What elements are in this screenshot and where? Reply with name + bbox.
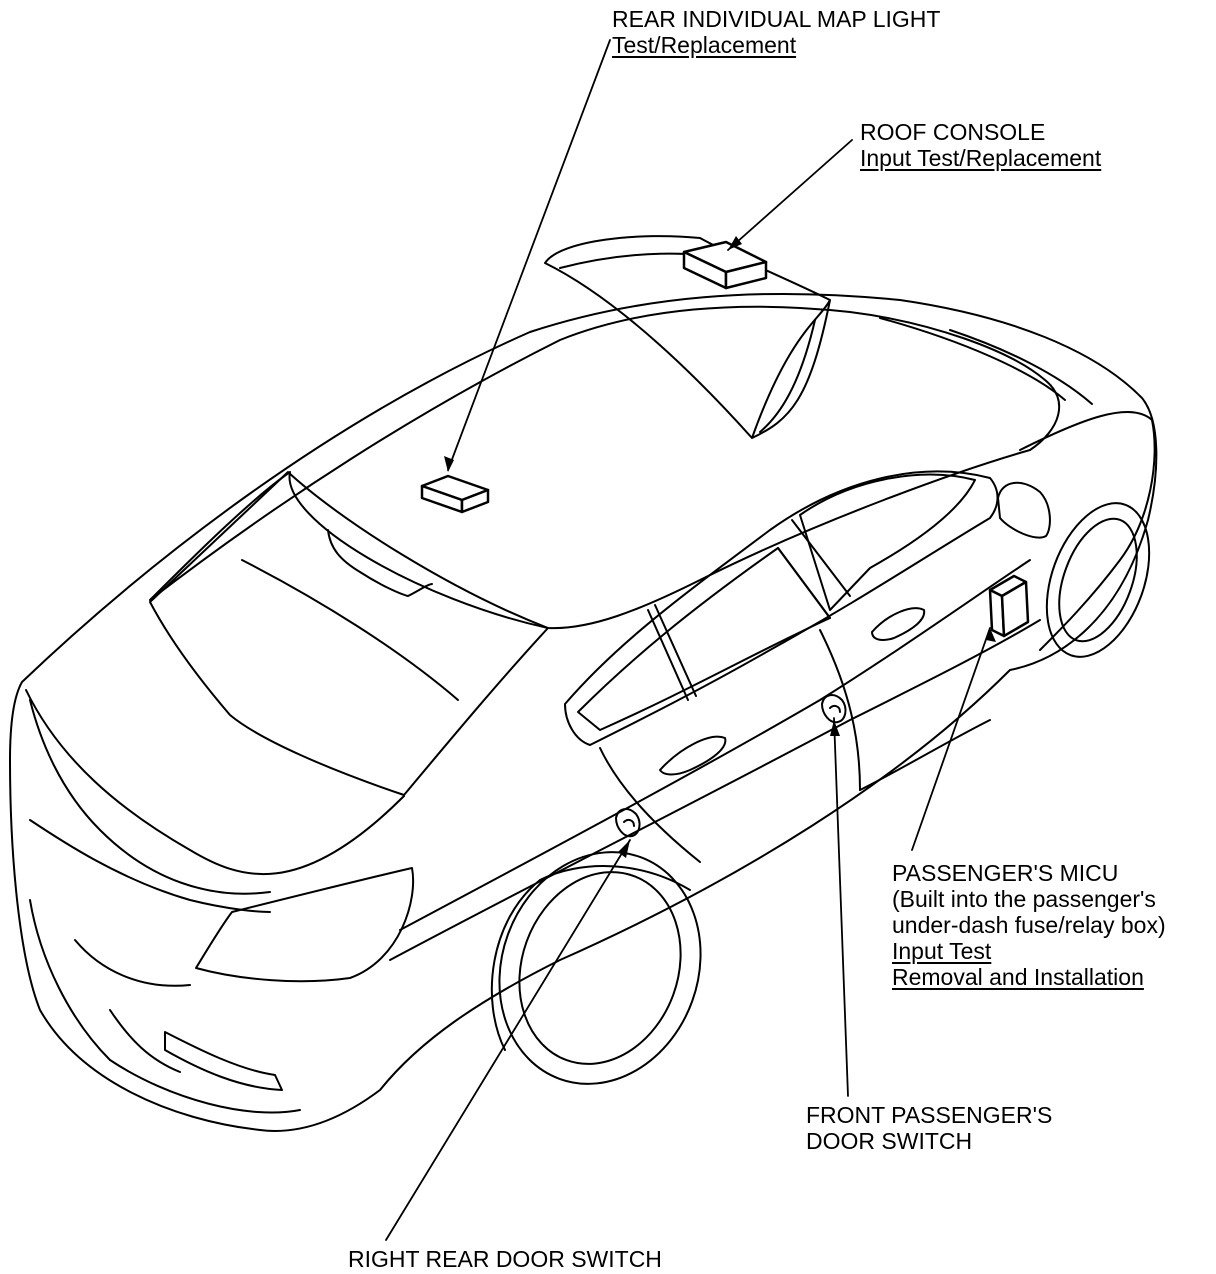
leader-arrowheads — [444, 236, 996, 858]
passenger-micu-input-test-link[interactable]: Input Test — [892, 938, 992, 964]
side-window-frame — [564, 470, 999, 746]
window-division — [647, 604, 697, 701]
rear-door-window — [577, 547, 831, 731]
rear-bumper — [29, 899, 301, 1114]
passenger-micu-callout: PASSENGER'S MICU (Built into the passeng… — [892, 860, 1166, 990]
rear-wheel — [490, 851, 702, 1085]
front-door-window — [799, 473, 976, 611]
right-rear-door-switch-callout: RIGHT REAR DOOR SWITCH — [348, 1246, 662, 1272]
car-body-outline — [9, 292, 1158, 1132]
passenger-micu-component[interactable] — [988, 574, 1030, 638]
roof-console-component[interactable] — [682, 240, 768, 290]
beltline — [399, 559, 1031, 931]
b-pillar — [777, 519, 851, 619]
front-door-handle — [871, 607, 926, 641]
roof-console-title: ROOF CONSOLE — [860, 119, 1046, 145]
rear-individual-map-light-callout: REAR INDIVIDUAL MAP LIGHT Test/Replaceme… — [612, 6, 940, 58]
rear-individual-map-light-component[interactable] — [420, 474, 490, 514]
rear-window — [149, 471, 549, 796]
passenger-micu-removal-installation-link[interactable]: Removal and Installation — [892, 964, 1144, 990]
front-passenger-door-switch-line-1: FRONT PASSENGER'S — [806, 1102, 1053, 1128]
front-passenger-door-switch-callout: FRONT PASSENGER'S DOOR SWITCH — [806, 1102, 1052, 1154]
roof-console-input-test-replacement-link[interactable]: Input Test/Replacement — [860, 145, 1102, 171]
rear-individual-map-light-test-replacement-link[interactable]: Test/Replacement — [612, 32, 797, 58]
rear-individual-map-light-title: REAR INDIVIDUAL MAP LIGHT — [612, 6, 941, 32]
passenger-micu-note-line-1: (Built into the passenger's — [892, 886, 1156, 912]
front-passenger-door-switch-component[interactable] — [821, 694, 847, 724]
rear-door-handle — [659, 735, 727, 776]
hood-line — [879, 317, 1093, 405]
rear-door-seam — [599, 629, 861, 863]
roof-outline — [149, 305, 1061, 630]
right-rear-door-switch-component[interactable] — [615, 808, 641, 838]
front-door-seam — [859, 719, 991, 791]
leader-lines — [385, 39, 991, 1241]
trunk-edge — [29, 819, 271, 913]
front-passenger-door-switch-line-2: DOOR SWITCH — [806, 1128, 973, 1154]
sunroof-inner — [559, 252, 816, 433]
trunk-lid — [25, 689, 405, 895]
front-fender — [1019, 411, 1156, 651]
right-rear-door-switch-title: RIGHT REAR DOOR SWITCH — [348, 1246, 662, 1272]
front-wheel — [1045, 502, 1151, 658]
tail-light — [195, 867, 415, 983]
side-mirror — [997, 482, 1051, 539]
roof-console-callout: ROOF CONSOLE Input Test/Replacement — [860, 119, 1101, 171]
side-character-line — [389, 619, 1041, 961]
passenger-micu-note-line-2: under-dash fuse/relay box) — [892, 912, 1166, 938]
rear-window-defroster — [241, 529, 459, 701]
passenger-micu-title: PASSENGER'S MICU — [892, 860, 1119, 886]
